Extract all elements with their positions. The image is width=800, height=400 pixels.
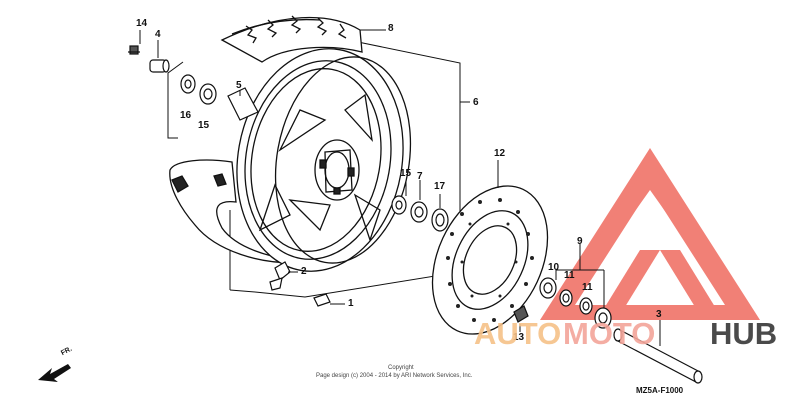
- wheel-rim: [236, 48, 412, 272]
- callout-15-right: 15: [400, 168, 412, 179]
- diagram-code: MZ5A-F1000: [636, 386, 684, 395]
- watermark-text-hub: HUB: [710, 316, 778, 351]
- watermark-text-auto: AUTO: [474, 316, 562, 351]
- callout-4: 4: [155, 29, 161, 40]
- callout-2: 2: [301, 266, 307, 277]
- axle-and-collars: [513, 277, 703, 384]
- callout-9: 9: [577, 236, 583, 247]
- callout-5: 5: [236, 80, 242, 91]
- watermark-text-moto: MOTO: [563, 316, 656, 351]
- callout-3: 3: [656, 309, 662, 320]
- bearings-and-spacers: [128, 45, 449, 232]
- callout-11-upper: 11: [564, 270, 575, 281]
- callout-16: 16: [180, 110, 192, 121]
- callout-17: 17: [434, 181, 446, 192]
- callout-13: 13: [513, 332, 525, 343]
- valve-and-screw: [269, 261, 331, 307]
- callout-10: 10: [548, 262, 560, 273]
- front-arrow-icon: [38, 364, 71, 382]
- callout-11-lower: 11: [582, 282, 593, 293]
- callout-7: 7: [417, 171, 423, 182]
- callout-1: 1: [348, 298, 354, 309]
- watermark-triangle-logo: [540, 148, 760, 320]
- callout-6: 6: [473, 97, 479, 108]
- callout-14: 14: [136, 18, 148, 29]
- callout-8: 8: [388, 23, 394, 34]
- callout-12: 12: [494, 148, 506, 159]
- leader-lines: [139, 29, 661, 346]
- copyright-heading: Copyright: [388, 365, 414, 371]
- callout-15-left: 15: [198, 120, 210, 131]
- copyright-text: Page design (c) 2004 - 2014 by ARI Netwo…: [316, 373, 473, 379]
- brake-disc: [431, 185, 549, 335]
